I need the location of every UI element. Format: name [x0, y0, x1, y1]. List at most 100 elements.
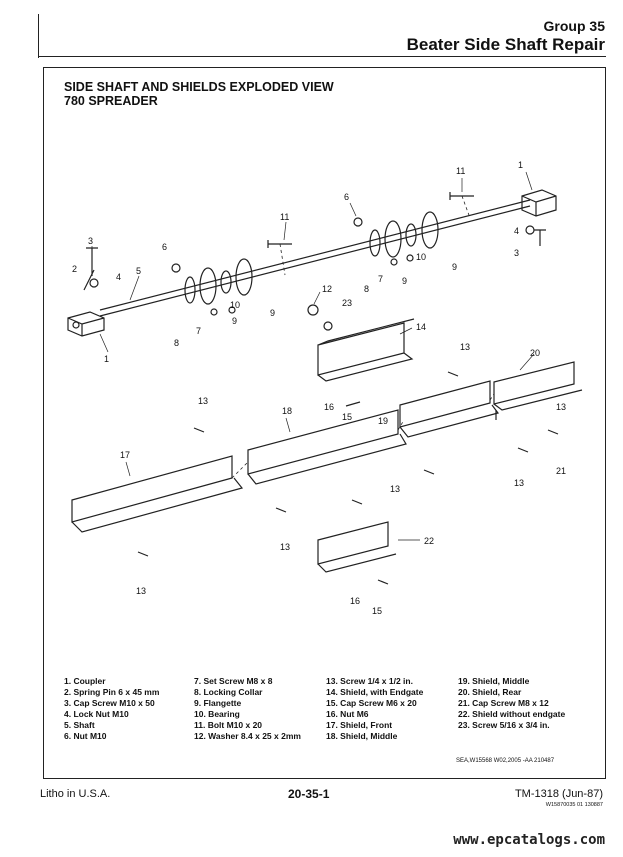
callout-3a: 3 — [88, 236, 93, 246]
callout-9b: 9 — [270, 308, 275, 318]
legend-item: 23. Screw 5/16 x 3/4 in. — [458, 720, 550, 730]
callout-14: 14 — [416, 322, 426, 332]
legend-item: 9. Flangette — [194, 698, 242, 708]
callout-9c: 9 — [402, 276, 407, 286]
legend-item: 16. Nut M6 — [326, 709, 369, 719]
figure-frame — [43, 67, 606, 779]
callout-21: 21 — [556, 466, 566, 476]
callout-13g: 13 — [556, 402, 566, 412]
legend-item: 7. Set Screw M8 x 8 — [194, 676, 273, 686]
header-rule-vertical — [38, 14, 39, 58]
coupler-left-drawing — [67, 311, 105, 337]
callout-13a: 13 — [460, 342, 470, 352]
callout-labels: 1 1 2 3 3 4 4 5 6 6 7 7 8 8 9 9 9 9 10 1… — [72, 160, 566, 616]
leader-lines — [91, 171, 535, 541]
figure-code: SEA,W15568 W02,2005 -AA 210487 — [456, 758, 555, 764]
callout-1a: 1 — [518, 160, 523, 170]
legend-item: 14. Shield, with Endgate — [326, 687, 424, 697]
legend-item: 6. Nut M10 — [64, 731, 107, 741]
legend-item: 21. Cap Screw M8 x 12 — [458, 698, 549, 708]
header-rule-horizontal — [38, 56, 606, 57]
callout-13f: 13 — [136, 586, 146, 596]
callout-2: 2 — [72, 264, 77, 274]
callout-10a: 10 — [230, 300, 240, 310]
legend-item: 11. Bolt M10 x 20 — [194, 720, 263, 730]
callout-13c: 13 — [514, 478, 524, 488]
legend-column-4: 19. Shield, Middle 20. Shield, Rear 21. … — [458, 676, 565, 731]
bolt-drawings — [83, 192, 546, 291]
legend-item: 20. Shield, Rear — [458, 687, 522, 697]
footer-code: W15870035 01 130887 — [545, 802, 603, 808]
callout-13d: 13 — [390, 484, 400, 494]
callout-22: 22 — [424, 536, 434, 546]
callout-8a: 8 — [174, 338, 179, 348]
callout-13b: 13 — [198, 396, 208, 406]
callout-18: 18 — [282, 406, 292, 416]
callout-20: 20 — [530, 348, 540, 358]
assembly-lines — [231, 195, 495, 479]
legend-item: 15. Cap Screw M6 x 20 — [326, 698, 417, 708]
callout-7a: 7 — [196, 326, 201, 336]
page-number: 20-35-1 — [288, 787, 330, 801]
callout-16a: 16 — [324, 402, 334, 412]
group-label: Group 35 — [543, 18, 605, 34]
callout-13e: 13 — [280, 542, 290, 552]
nut-drawings — [89, 217, 535, 331]
screw-drawings — [137, 371, 559, 585]
shaft-drawing — [99, 199, 531, 317]
bearing-assemblies — [184, 211, 439, 305]
legend-item: 10. Bearing — [194, 709, 240, 719]
legend-item: 22. Shield without endgate — [458, 709, 566, 719]
legend-column-2: 7. Set Screw M8 x 8 8. Locking Collar 9.… — [194, 676, 301, 742]
callout-15a: 15 — [342, 412, 352, 422]
legend-item: 4. Lock Nut M10 — [64, 709, 129, 719]
legend-item: 5. Shaft — [64, 720, 95, 730]
legend-item: 19. Shield, Middle — [458, 676, 530, 686]
legend-item: 3. Cap Screw M10 x 50 — [64, 698, 155, 708]
callout-6b: 6 — [344, 192, 349, 202]
shield-22-drawing — [317, 521, 397, 573]
callout-15b: 15 — [372, 606, 382, 616]
figure-title: SIDE SHAFT AND SHIELDS EXPLODED VIEW 780… — [64, 80, 334, 108]
page-header: Group 35 Beater Side Shaft Repair — [407, 18, 605, 55]
callout-17: 17 — [120, 450, 130, 460]
legend-item: 17. Shield, Front — [326, 720, 393, 730]
callout-7b: 7 — [378, 274, 383, 284]
exploded-view-diagram: 1 1 2 3 3 4 4 5 6 6 7 7 8 8 9 9 9 9 10 1… — [67, 160, 583, 616]
callout-19: 19 — [378, 416, 388, 426]
legend-column-1: 1. Coupler 2. Spring Pin 6 x 45 mm 3. Ca… — [64, 676, 159, 742]
callout-16b: 16 — [350, 596, 360, 606]
shield-18-drawing — [247, 409, 407, 485]
manual-number: TM-1318 (Jun-87) — [514, 788, 603, 800]
watermark-url[interactable]: www.epcatalogs.com — [453, 832, 605, 848]
callout-10b: 10 — [416, 252, 426, 262]
shield-20-drawing — [493, 361, 583, 420]
callout-12: 12 — [322, 284, 332, 294]
callout-23: 23 — [342, 298, 352, 308]
legend-item: 2. Spring Pin 6 x 45 mm — [64, 687, 160, 697]
callout-5: 5 — [136, 266, 141, 276]
legend-item: 12. Washer 8.4 x 25 x 2mm — [194, 731, 301, 741]
shield-19-drawing — [399, 380, 500, 438]
callout-1b: 1 — [104, 354, 109, 364]
figure-title-line2: 780 SPREADER — [64, 94, 158, 108]
callout-11b: 11 — [456, 166, 465, 176]
legend-item: 18. Shield, Middle — [326, 731, 398, 741]
callout-6a: 6 — [162, 242, 167, 252]
callout-11a: 11 — [280, 212, 289, 222]
callout-4a: 4 — [116, 272, 121, 282]
footer-litho: Litho in U.S.A. — [40, 788, 111, 800]
legend-item: 8. Locking Collar — [194, 687, 263, 697]
callout-9a: 9 — [232, 316, 237, 326]
shield-17-drawing — [71, 455, 244, 533]
callout-8b: 8 — [364, 284, 369, 294]
callout-9d: 9 — [452, 262, 457, 272]
callout-3b: 3 — [514, 248, 519, 258]
shield-14-drawing — [317, 318, 415, 382]
legend-item: 13. Screw 1/4 x 1/2 in. — [326, 676, 413, 686]
page-title: Beater Side Shaft Repair — [406, 35, 605, 54]
legend-item: 1. Coupler — [64, 676, 106, 686]
legend-column-3: 13. Screw 1/4 x 1/2 in. 14. Shield, with… — [326, 676, 423, 742]
coupler-right-drawing — [521, 189, 557, 217]
figure-title-line1: SIDE SHAFT AND SHIELDS EXPLODED VIEW — [64, 80, 334, 94]
